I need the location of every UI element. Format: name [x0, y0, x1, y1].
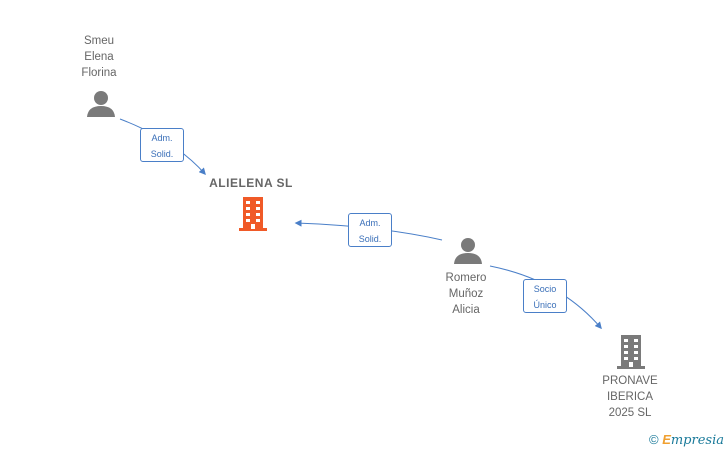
edge-label-adm-solid-2[interactable]: Adm. Solid. — [348, 213, 392, 247]
building-icon[interactable] — [614, 334, 648, 370]
node-label-alielena[interactable]: ALIELENA SL — [209, 176, 293, 190]
edge-label-adm-solid-1[interactable]: Adm. Solid. — [140, 128, 184, 162]
brand-name: mpresia — [670, 433, 724, 448]
node-label-romero[interactable]: Romero Muñoz Alicia — [445, 272, 487, 316]
brand-initial: E — [662, 432, 671, 447]
edge-label-socio-unico[interactable]: Socio Único — [523, 279, 567, 313]
empresia-watermark: © Empresia — [649, 432, 724, 448]
person-icon[interactable] — [86, 89, 116, 119]
person-icon[interactable] — [453, 236, 483, 266]
building-icon[interactable] — [236, 196, 270, 232]
copyright-symbol: © — [648, 432, 659, 447]
node-label-smeu[interactable]: Smeu Elena Florina — [81, 35, 117, 79]
node-label-pronave[interactable]: PRONAVE IBERICA 2025 SL — [602, 375, 658, 419]
